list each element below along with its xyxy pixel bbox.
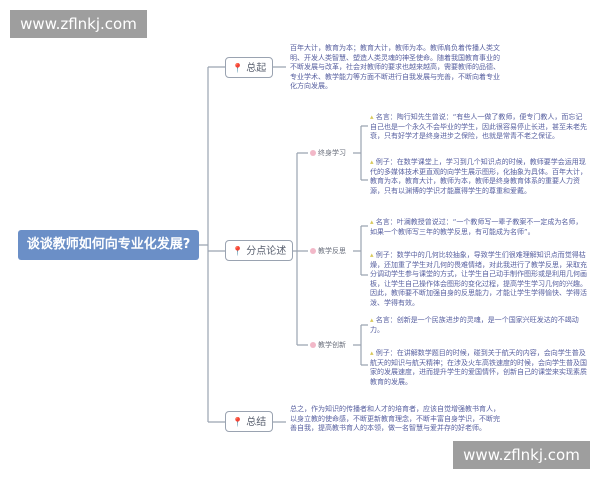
node-intro[interactable]: 📍总起 xyxy=(225,57,274,78)
item-text: 名言：陶行知先生曾说：“有些人一做了教师，便专门教人，而忘记自己也是一个永久不会… xyxy=(370,113,587,141)
subnode-label: 教学创新 xyxy=(318,341,346,349)
node-label: 总结 xyxy=(246,417,267,428)
intro-text: 百年大计，教育为本；教育大计，教师为本。教师肩负着传播人类文明、开发人类智慧、塑… xyxy=(290,44,500,91)
summary-text: 总之，作为知识的传播者和人才的培育者，应该自觉增强教书育人，以身立教的使命感，不… xyxy=(290,405,500,433)
watermark-top: www.zflnkj.com xyxy=(10,10,147,38)
star-icon: ▴ xyxy=(370,316,376,324)
star-icon: ▴ xyxy=(370,251,376,259)
item-text: 例子：在数学课堂上，学习到几个知识点的时候，教师要学会运用现代的多媒体技术更直观… xyxy=(370,158,587,195)
star-icon: ▴ xyxy=(370,158,376,166)
node-label: 分点论述 xyxy=(246,246,287,257)
star-icon: ▴ xyxy=(370,113,376,121)
node-summary[interactable]: 📍总结 xyxy=(225,411,274,432)
quote-text: ▴ 名言：陶行知先生曾说：“有些人一做了教师，便专门教人，而忘记自己也是一个永久… xyxy=(370,113,588,142)
star-icon: ▴ xyxy=(370,349,376,357)
subnode-teaching-reflection[interactable]: 教学反思 xyxy=(310,246,346,256)
pin-icon: 📍 xyxy=(232,418,244,428)
subnode-teaching-innovation[interactable]: 教学创新 xyxy=(310,340,346,350)
star-icon: ▴ xyxy=(370,218,376,226)
root-node[interactable]: 谈谈教师如何向专业化发展? xyxy=(18,230,199,260)
subnode-label: 教学反思 xyxy=(318,247,346,255)
item-text: 名言：创新是一个民族进步的灵魂，是一个国家兴旺发达的不竭动力。 xyxy=(370,316,579,334)
quote-text: ▴ 名言：创新是一个民族进步的灵魂，是一个国家兴旺发达的不竭动力。 xyxy=(370,316,588,335)
pin-icon: 📍 xyxy=(232,64,244,74)
quote-text: ▴ 名言：叶澜教授曾说过：“一个教师写一辈子教案不一定成为名师，如果一个教师写三… xyxy=(370,218,588,237)
bullet-icon xyxy=(310,342,316,348)
node-arguments[interactable]: 📍分点论述 xyxy=(225,240,294,261)
node-label: 总起 xyxy=(246,63,267,74)
item-text: 例子：在讲解数学题目的时候，碰到关于航天的内容，会向学生普及航天的知识与航天精神… xyxy=(370,349,587,386)
bullet-icon xyxy=(310,150,316,156)
example-text: ▴ 例子：数学中的几何比较抽象，导致学生们很难理解知识点而觉得枯燥，还加重了学生… xyxy=(370,251,588,309)
subnode-label: 终身学习 xyxy=(318,149,346,157)
item-text: 名言：叶澜教授曾说过：“一个教师写一辈子教案不一定成为名师，如果一个教师写三年的… xyxy=(370,218,583,236)
watermark-bottom: www.zflnkj.com xyxy=(453,441,590,469)
example-text: ▴ 例子：在讲解数学题目的时候，碰到关于航天的内容，会向学生普及航天的知识与航天… xyxy=(370,349,588,387)
item-text: 例子：数学中的几何比较抽象，导致学生们很难理解知识点而觉得枯燥，还加重了学生对几… xyxy=(370,251,587,307)
pin-icon: 📍 xyxy=(232,247,244,257)
bullet-icon xyxy=(310,248,316,254)
example-text: ▴ 例子：在数学课堂上，学习到几个知识点的时候，教师要学会运用现代的多媒体技术更… xyxy=(370,158,588,196)
subnode-lifelong-learning[interactable]: 终身学习 xyxy=(310,148,346,158)
